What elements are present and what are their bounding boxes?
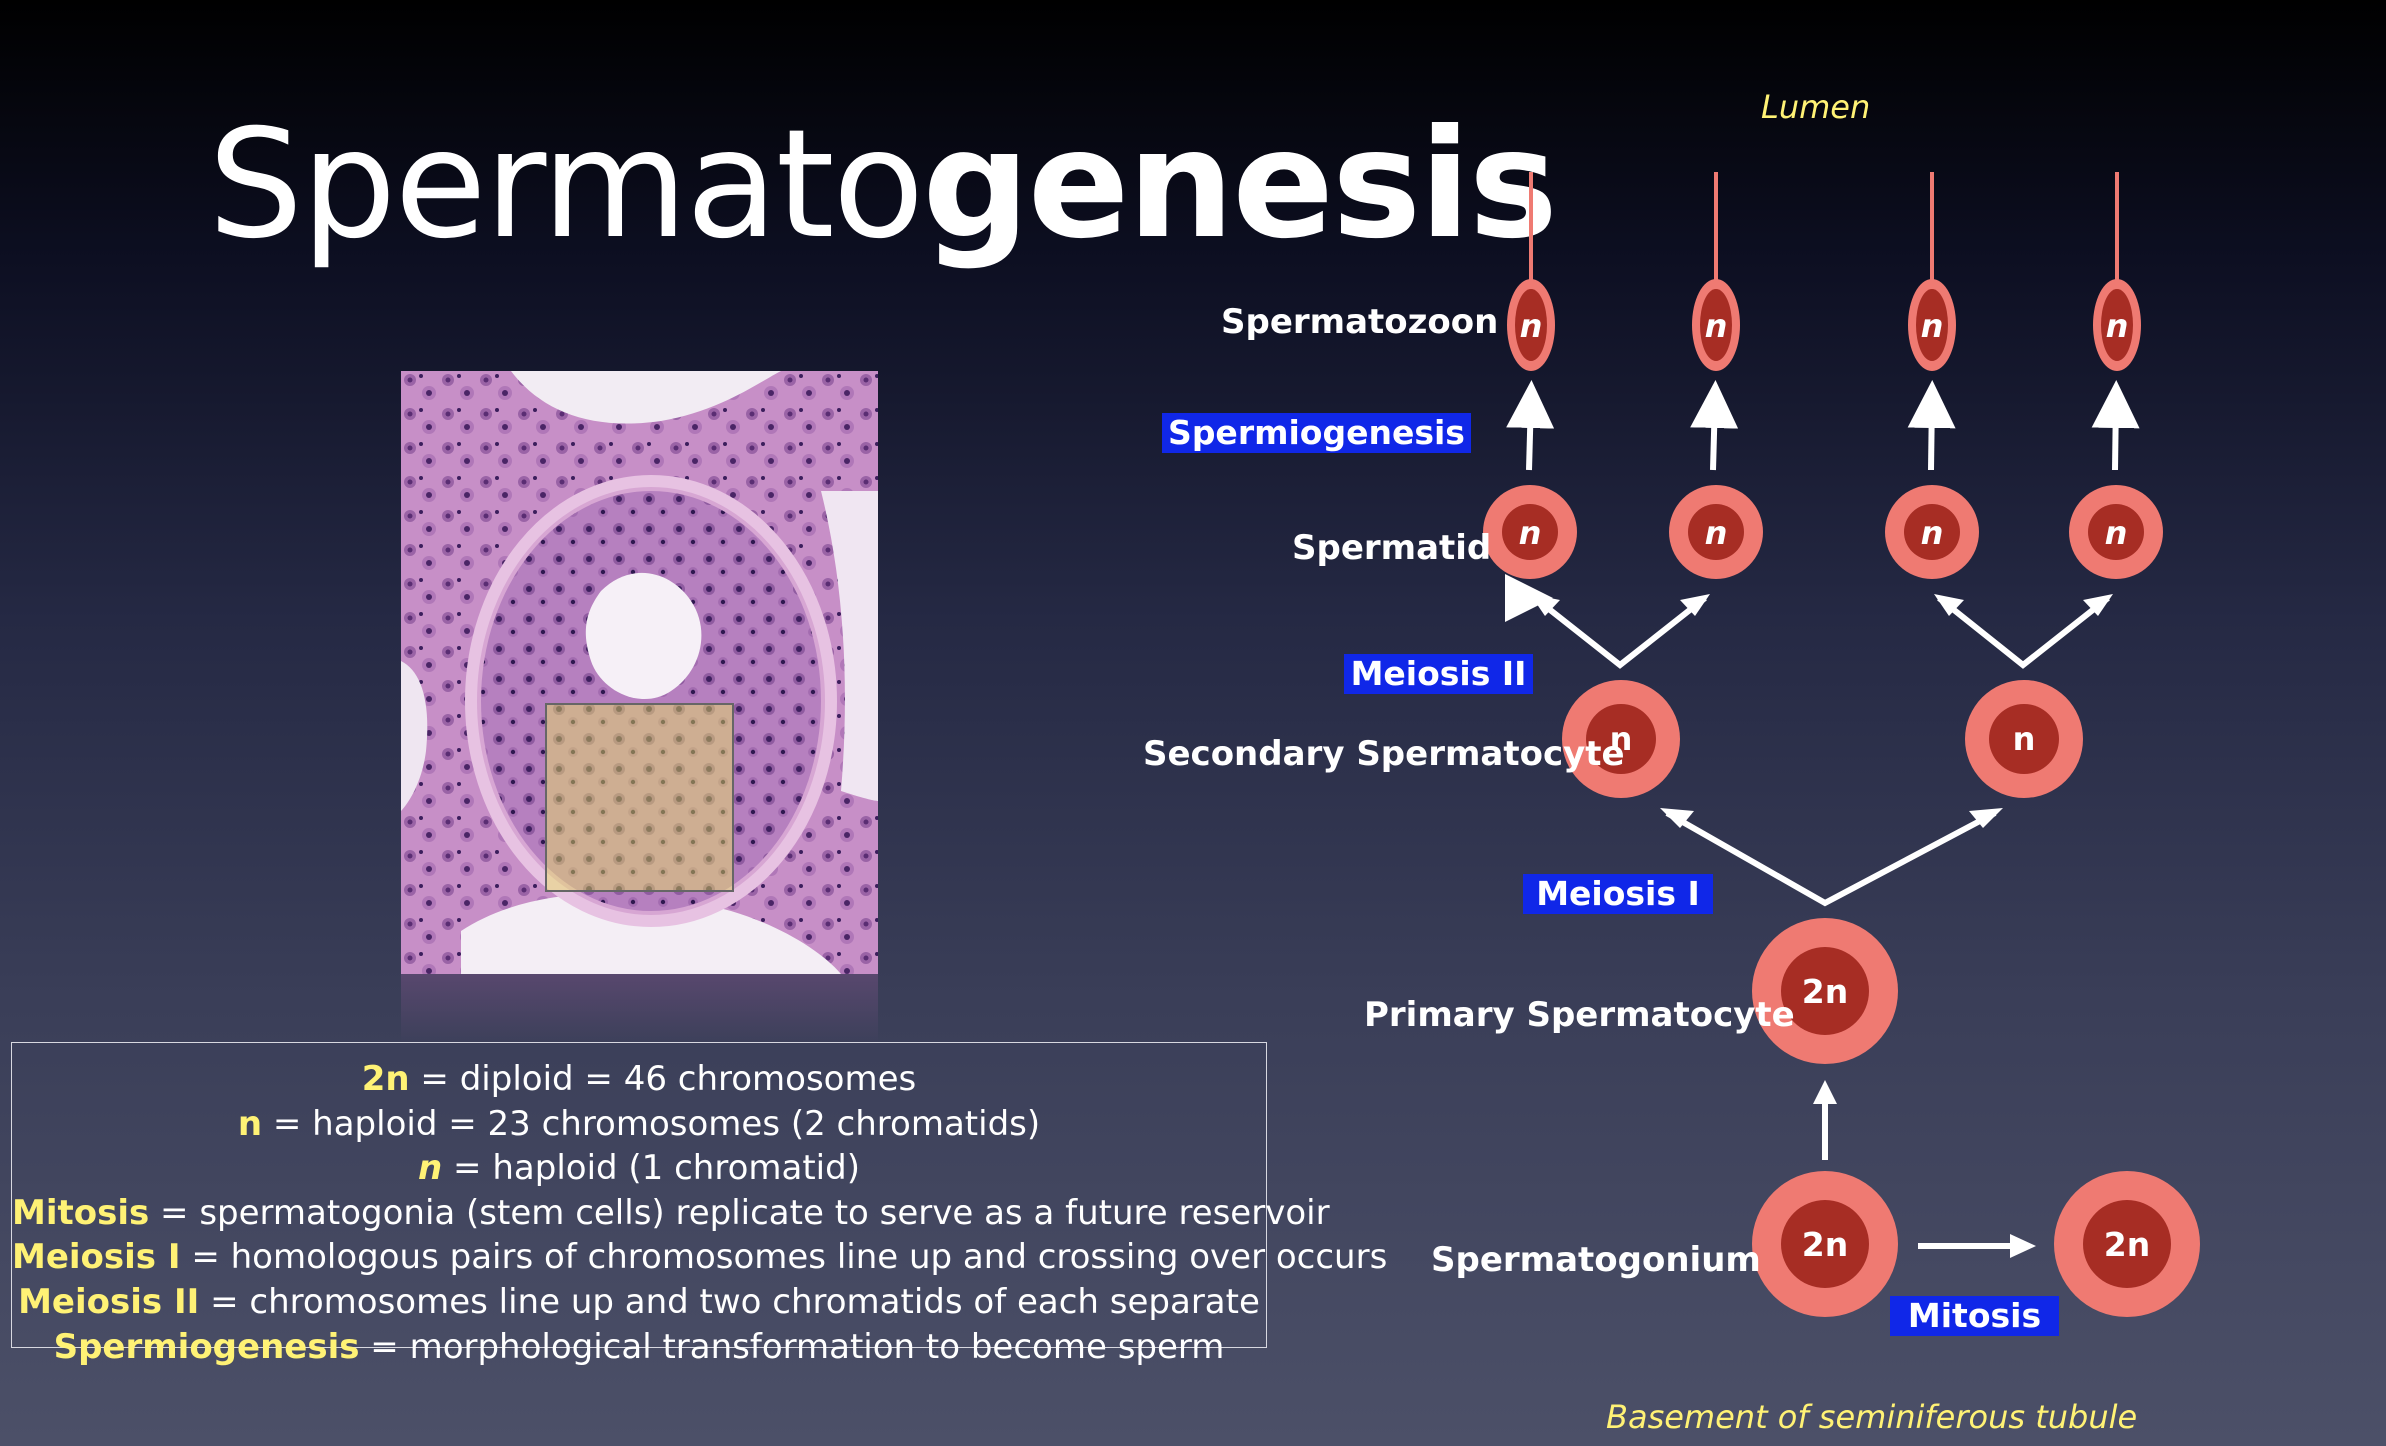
- arrowhead: [1530, 594, 1560, 616]
- secondary-spermatocyte-label: Secondary Spermatocyte: [1143, 734, 1625, 774]
- spermiogenesis-stage-box: Spermiogenesis: [1162, 413, 1471, 453]
- arrow: [2091, 380, 2140, 471]
- lumen-label: Lumen: [1761, 88, 1871, 126]
- meiosis-1-arrows: [1665, 810, 1997, 907]
- cell-ploidy: n: [2106, 307, 2129, 345]
- spermiogenesis-arrows: [1506, 380, 2140, 471]
- arrowhead: [1934, 594, 1964, 616]
- mitosis-arrow: [1918, 1234, 2036, 1258]
- cell-ploidy: n: [2105, 514, 2128, 552]
- arrowhead: [1660, 808, 1694, 828]
- testis-micrograph: [401, 371, 878, 974]
- cell-ploidy: n: [1519, 514, 1542, 552]
- primary-spermatocyte-cell: 2n: [1752, 918, 1898, 1064]
- legend-term: Meiosis II: [18, 1281, 200, 1322]
- meiosis-2-arrows: [1533, 595, 2110, 669]
- legend-line-meiosis-2: Meiosis II = chromosomes line up and two…: [12, 1280, 1266, 1325]
- meiosis-2-arrowheads: [1530, 594, 2113, 616]
- legend-text: = diploid = 46 chromosomes: [409, 1059, 917, 1099]
- micrograph-reflection: [401, 974, 878, 1044]
- spermatid-cell: n: [1669, 485, 1763, 579]
- title-regular: Spermato: [208, 98, 924, 272]
- legend-text: = spermatogonia (stem cells) replicate t…: [149, 1192, 1330, 1233]
- mitosis-stage-box: Mitosis: [1890, 1296, 2059, 1336]
- meiosis-2-stage-box: Meiosis II: [1344, 654, 1533, 694]
- legend-text: = morphological transformation to become…: [359, 1326, 1225, 1367]
- sperm-tails: [1529, 172, 2119, 280]
- legend-text: = haploid = 23 chromosomes (2 chromatids…: [262, 1103, 1041, 1144]
- cell-ploidy: n: [1705, 514, 1728, 552]
- spermatogonia: 2n 2n: [1752, 1171, 2200, 1317]
- meiosis-1-stage-box: Meiosis I: [1523, 874, 1713, 914]
- legend-line-diploid: 2n = diploid = 46 chromosomes: [12, 1057, 1266, 1102]
- basement-label: Basement of seminiferous tubule: [1606, 1398, 2138, 1436]
- cell-ploidy: 2n: [1802, 1225, 1848, 1264]
- spermatogonium-cell: 2n: [2054, 1171, 2200, 1317]
- cell-ploidy: n: [1520, 307, 1543, 345]
- spermatozoa: n n n n: [1507, 279, 2141, 371]
- spermatozoon-label: Spermatozoon: [1221, 302, 1499, 342]
- secondary-spermatocytes: n n: [1562, 680, 2083, 798]
- spermatozoon-cell: n: [1692, 279, 1740, 371]
- arrow-fork: [1533, 595, 1707, 669]
- legend-line-haploid: n = haploid = 23 chromosomes (2 chromati…: [12, 1102, 1266, 1147]
- legend-term: Meiosis I: [12, 1237, 181, 1278]
- primary-spermatocyte-label: Primary Spermatocyte: [1364, 995, 1795, 1035]
- spermatogonium-label: Spermatogonium: [1431, 1240, 1761, 1280]
- legend-line-spermiogenesis: Spermiogenesis = morphological transform…: [12, 1325, 1266, 1370]
- spermatid-cell: n: [1483, 485, 1577, 579]
- spermatozoon-cell: n: [2093, 279, 2141, 371]
- legend-text: = homologous pairs of chromosomes line u…: [180, 1237, 1388, 1278]
- legend-text: = haploid (1 chromatid): [442, 1148, 860, 1189]
- legend-term: Mitosis: [12, 1192, 150, 1233]
- arrowhead: [1969, 808, 2003, 828]
- legend-line-meiosis-1: Meiosis I = homologous pairs of chromoso…: [12, 1235, 1387, 1280]
- secondary-spermatocyte-cell: n: [1562, 680, 1680, 798]
- spermatid-cell: n: [1885, 485, 1979, 579]
- slide-title: Spermatogenesis: [208, 98, 1558, 272]
- spermatozoon-cell: n: [1908, 279, 1956, 371]
- legend-line-mitosis: Mitosis = spermatogonia (stem cells) rep…: [12, 1191, 1330, 1236]
- legend-term: 2n: [361, 1059, 410, 1099]
- arrow: [1907, 380, 1956, 471]
- arrowhead: [2083, 594, 2113, 616]
- spermatogonium-cell: 2n: [1752, 1171, 1898, 1317]
- arrow-fork: [1665, 810, 1997, 907]
- meiosis-1-arrowheads: [1660, 808, 2003, 828]
- arrow-fork: [1937, 595, 2110, 669]
- cell-ploidy: 2n: [1802, 972, 1848, 1011]
- legend-line-haploid-chromatid: n = haploid (1 chromatid): [12, 1146, 1266, 1191]
- cell-ploidy: n: [1705, 307, 1728, 345]
- legend-term: Spermiogenesis: [53, 1326, 360, 1367]
- spermatid-label: Spermatid: [1292, 528, 1492, 568]
- spermatozoon-cell: n: [1507, 279, 1555, 371]
- legend-box: 2n = diploid = 46 chromosomes n = haploi…: [11, 1042, 1387, 1367]
- spermatids: n n n n: [1483, 485, 2163, 579]
- legend-term: n: [418, 1148, 443, 1189]
- legend-term: n: [237, 1103, 263, 1144]
- title-bold: genesis: [922, 98, 1558, 272]
- legend-text: = chromosomes line up and two chromatids…: [199, 1281, 1260, 1322]
- arrow: [1690, 380, 1739, 471]
- secondary-spermatocyte-cell: n: [1965, 680, 2083, 798]
- spermatid-cell: n: [2069, 485, 2163, 579]
- growth-arrow: [1813, 1080, 1837, 1160]
- cell-ploidy: 2n: [2104, 1225, 2150, 1264]
- cell-ploidy: n: [1921, 514, 1944, 552]
- cell-ploidy: n: [1921, 307, 1944, 345]
- arrow: [1506, 380, 1555, 471]
- arrowhead: [1680, 594, 1710, 616]
- cell-ploidy: n: [2013, 720, 2036, 758]
- cell-ploidy: n: [1610, 720, 1633, 758]
